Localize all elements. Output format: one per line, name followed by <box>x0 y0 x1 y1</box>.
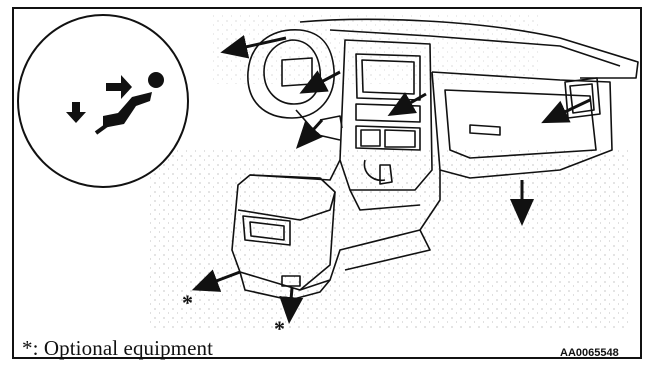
speckle-top <box>210 14 540 84</box>
figure-code: AA0065548 <box>560 347 619 359</box>
inset-circle <box>18 15 188 187</box>
optional-marker-left: * <box>182 290 193 316</box>
arrow-rear-down <box>290 288 292 312</box>
speckle-background <box>150 150 630 330</box>
arrow-center <box>398 94 426 110</box>
optional-marker-bottom: * <box>274 316 285 342</box>
optional-equipment-footnote: *: Optional equipment <box>22 336 213 361</box>
